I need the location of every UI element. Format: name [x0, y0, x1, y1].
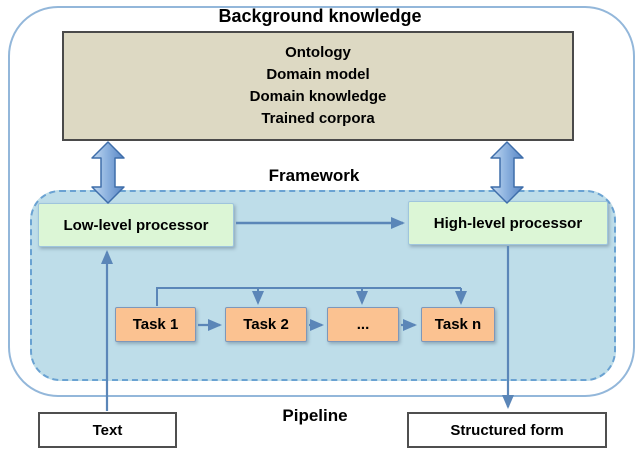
knowledge-item-domain-model: Domain model: [266, 66, 370, 83]
text-input-box: Text: [38, 412, 177, 448]
framework-title: Framework: [268, 166, 360, 185]
task-1-box: Task 1: [115, 307, 196, 342]
knowledge-item-trained-corpora: Trained corpora: [261, 110, 375, 127]
pipeline-title: Pipeline: [282, 406, 348, 425]
high-level-processor-box: High-level processor: [408, 201, 608, 245]
knowledge-item-domain-knowledge: Domain knowledge: [249, 88, 387, 105]
task-2-box: Task 2: [225, 307, 307, 342]
background-knowledge-title: Background knowledge: [218, 5, 422, 26]
low-level-processor-box: Low-level processor: [38, 203, 234, 247]
structured-form-output-box: Structured form: [407, 412, 607, 448]
task-n-box: Task n: [421, 307, 495, 342]
task-ellipsis-box: ...: [327, 307, 399, 342]
knowledge-sources-box: Ontology Domain model Domain knowledge T…: [62, 31, 574, 141]
knowledge-item-ontology: Ontology: [285, 44, 351, 61]
